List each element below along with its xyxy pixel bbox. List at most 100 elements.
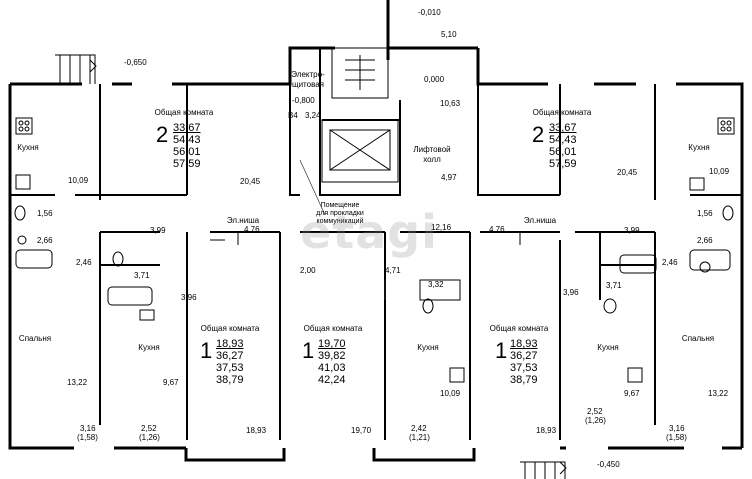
dim-510: 5,10 (441, 30, 457, 39)
dim-200: 2,00 (300, 266, 316, 275)
electric-shaft-label-1: Электро- (291, 70, 325, 79)
dim-471: 4,71 (385, 266, 401, 275)
kitchen-label-1: Кухня (17, 143, 39, 152)
bath-right (619, 254, 657, 274)
partition-right-vert (654, 84, 742, 425)
dim-316a-1: 3,16 (80, 424, 96, 433)
fixtures (14, 117, 735, 383)
room-label-common-4: Общая комната (303, 324, 363, 333)
dim-1322b: 13,22 (708, 389, 729, 398)
outer-wall-top-left (10, 46, 335, 86)
dim-252b-1: 2,52 (587, 407, 603, 416)
outer-wall-left (8, 84, 186, 450)
apt-2-area-1: 54,43 (549, 134, 577, 146)
dim-324: 3,24 (305, 111, 321, 120)
leader-lines (299, 159, 386, 300)
dim-476a: 4,76 (244, 225, 260, 234)
dim-371b: 3,71 (606, 281, 622, 290)
stove-mid-right (627, 367, 643, 383)
niche-label-1: Эл.ниша (226, 216, 260, 225)
niche-label-2: Эл.ниша (523, 216, 557, 225)
dim-316b-2: (1,58) (666, 433, 687, 442)
kitchen-label-4: Кухня (417, 343, 439, 352)
dim-332: 3,32 (428, 280, 444, 289)
b4-label: В4 (288, 111, 298, 120)
partitions (10, 48, 742, 440)
dim-242-2: (1,21) (409, 433, 430, 442)
sink-right (689, 177, 705, 191)
lift-hall-label-1: Лифтовой (413, 145, 451, 154)
apt-1-areas: 33,67 54,43 56,01 57,59 (173, 122, 201, 170)
dim-1009b: 10,09 (709, 167, 730, 176)
bath-right2 (689, 249, 731, 271)
partition-shaft-box (319, 48, 401, 196)
dim-1009a: 10,09 (68, 176, 89, 185)
level-floor: 0,000 (424, 75, 445, 84)
dim-1970: 19,70 (351, 426, 372, 435)
apt-4-area-0: 19,70 (318, 338, 346, 350)
apt-3-rooms: 1 (200, 338, 213, 363)
apt-2-area-2: 56,01 (549, 146, 577, 158)
dim-967b: 9,67 (624, 389, 640, 398)
lift-hall-label-2: холл (423, 155, 441, 164)
apt-5-area-3: 38,79 (510, 374, 538, 386)
dim-2045b: 20,45 (617, 168, 638, 177)
dim-1893a: 18,93 (246, 426, 267, 435)
watermark: etagi (300, 205, 438, 259)
dim-156a: 1,56 (37, 209, 53, 218)
dim-156b: 1,56 (697, 209, 713, 218)
dim-266b: 2,66 (697, 236, 713, 245)
dim-1322a: 13,22 (67, 378, 88, 387)
room-label-common-5: Общая комната (489, 324, 549, 333)
apt-1-area-1: 54,43 (173, 134, 201, 146)
electric-shaft-label-2: щитовая (291, 80, 325, 89)
partition-lobby-left (100, 84, 188, 440)
apt-1-area-0: 33,67 (173, 122, 201, 134)
apt-4-areas: 19,70 39,82 41,03 42,24 (318, 338, 346, 386)
dim-2045a: 20,45 (240, 177, 261, 186)
apt-2-rooms: 2 (532, 122, 545, 147)
kitchen-label-5: Кухня (597, 343, 619, 352)
dim-1893b: 18,93 (536, 426, 557, 435)
dim-242-1: 2,42 (411, 424, 427, 433)
dim-252b-2: (1,26) (585, 416, 606, 425)
stove-left (15, 117, 33, 135)
partition-right-lobby (477, 84, 561, 196)
dim-497: 4,97 (441, 173, 457, 182)
lift-shaft (321, 119, 399, 183)
dim-252a-2: (1,26) (139, 433, 160, 442)
dim-399a: 3,99 (150, 226, 166, 235)
outer-wall-right (476, 48, 744, 448)
bedroom-label-1: Спальня (18, 334, 52, 343)
dim-371a: 3,71 (134, 271, 150, 280)
apt-3-area-1: 36,27 (216, 350, 244, 362)
doors (89, 59, 567, 475)
apt-2-area-3: 57,59 (549, 158, 577, 170)
dim-316a-2: (1,58) (77, 433, 98, 442)
shower (419, 279, 461, 301)
room-label-common-2: Общая комната (532, 108, 592, 117)
apt-2-areas: 33,67 54,43 56,01 57,59 (549, 122, 577, 170)
outer-wall-bottom (184, 446, 742, 462)
dim-246a: 2,46 (76, 258, 92, 267)
dim-476b: 4,76 (489, 225, 505, 234)
apt-3-area-0: 18,93 (216, 338, 244, 350)
partition-lobby-center (289, 84, 300, 196)
apt-3-areas: 18,93 36,27 37,53 38,79 (216, 338, 244, 386)
apt-5-area-2: 37,53 (510, 362, 538, 374)
apt-1-rooms: 2 (156, 122, 169, 147)
level-shaft: -0,800 (292, 96, 315, 105)
apt-4-rooms: 1 (302, 338, 315, 363)
dim-396a: 3,96 (181, 293, 197, 302)
lift-car (329, 129, 391, 171)
basin-b (699, 261, 711, 273)
dim-967a: 9,67 (163, 378, 179, 387)
apt-2-area-0: 33,67 (549, 122, 577, 134)
bath-left (15, 249, 53, 269)
dim-266a: 2,66 (37, 236, 53, 245)
apt-5-rooms: 1 (495, 338, 508, 363)
level-top-stair: -0,010 (418, 8, 441, 17)
kitchen-label-3: Кухня (138, 343, 160, 352)
dim-396b: 3,96 (563, 288, 579, 297)
